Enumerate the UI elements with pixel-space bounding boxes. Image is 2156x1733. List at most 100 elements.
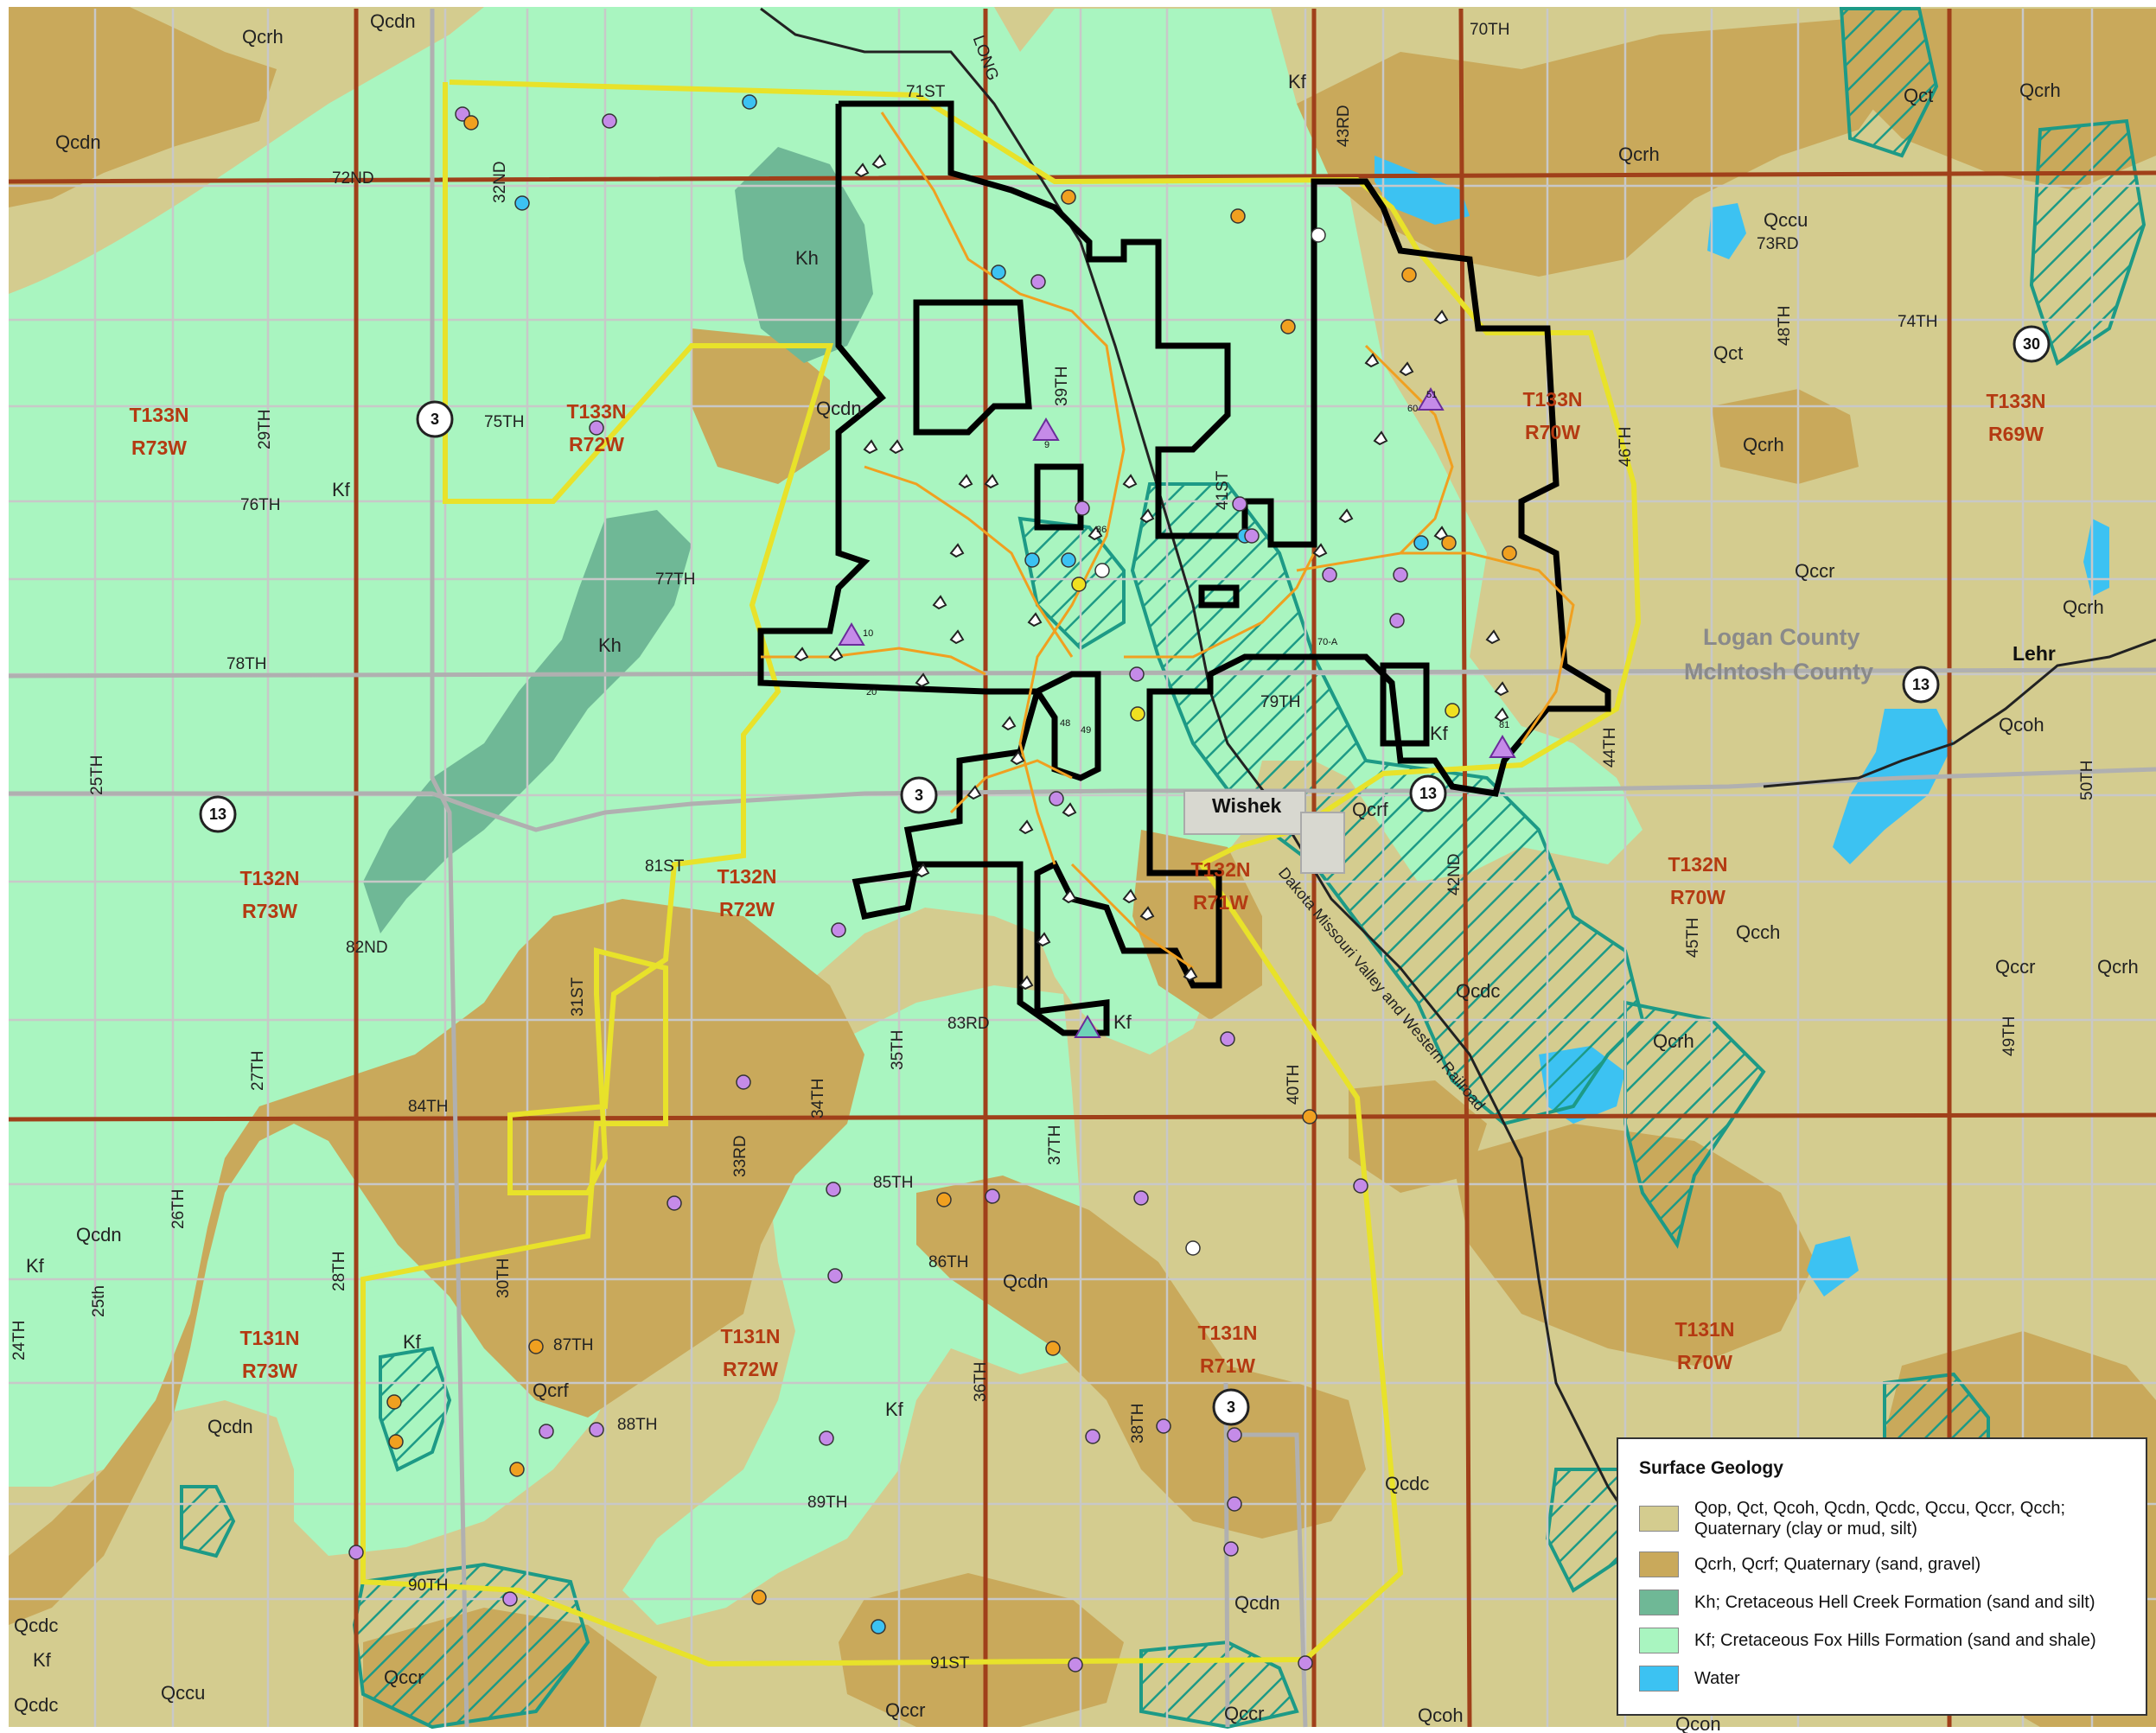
turbine-id: 10 (863, 628, 873, 639)
road-label: 29TH (256, 410, 274, 449)
road-label: 38TH (1129, 1404, 1147, 1443)
legend-label: Kh; Cretaceous Hell Creek Formation (san… (1694, 1593, 2095, 1612)
township-0: T133N R73W (129, 404, 188, 459)
township-4: T132N R73W (239, 867, 299, 922)
turbine-id: 9 (1044, 440, 1049, 450)
svg-text:T131N: T131N (1197, 1322, 1257, 1344)
road-label: 88TH (617, 1416, 657, 1434)
geo-label: Kf (403, 1331, 422, 1353)
road-label: 85TH (873, 1174, 913, 1192)
legend-swatch (1639, 1628, 1679, 1653)
geo-label: Kf (1430, 723, 1449, 744)
svg-text:T131N: T131N (239, 1327, 299, 1349)
road-label: 24TH (10, 1321, 29, 1360)
geo-label: Qcdn (1003, 1271, 1049, 1292)
project-boundary (360, 80, 1642, 1667)
legend-item: Kh; Cretaceous Hell Creek Formation (san… (1639, 1590, 2125, 1615)
turbine-id: 49 (1081, 725, 1091, 736)
geo-label: Qct (1713, 342, 1743, 364)
road-label: 26TH (169, 1189, 188, 1229)
county-label-logan: Logan County (1703, 624, 1859, 650)
legend-label: Qcrh, Qcrf; Quaternary (sand, gravel) (1694, 1555, 1981, 1574)
geo-label: Qcoh (1418, 1704, 1464, 1726)
geo-label: Qcrh (1653, 1030, 1694, 1052)
geo-label: Kf (885, 1399, 904, 1420)
highway-shields (199, 325, 2051, 1426)
road-label: 82ND (346, 939, 388, 957)
parcel-boundary-inner-d (1380, 662, 1430, 747)
highway-shield-labels: 3 3 3 13 13 13 30 (209, 335, 2040, 1416)
legend-swatch (1639, 1666, 1679, 1692)
road-label: 36TH (972, 1362, 990, 1402)
legend-swatch (1639, 1506, 1679, 1532)
geo-label: Qccr (1795, 560, 1834, 582)
road-label: 27TH (249, 1051, 267, 1091)
road-label: 77TH (655, 570, 695, 589)
geo-label: Qccr (384, 1666, 424, 1688)
town-label-wishek: Wishek (1212, 794, 1282, 817)
svg-text:T133N: T133N (1522, 388, 1582, 411)
hwy-label-5: 13 (1912, 676, 1930, 693)
road-label: 48TH (1776, 306, 1794, 346)
road-label: 28TH (330, 1252, 348, 1291)
turbine-number-labels: 9 10 20 36 48 49 51 60 70-A 81 (863, 390, 1509, 736)
geo-label: Qcdc (14, 1694, 58, 1716)
geo-label: Qcrf (1352, 799, 1388, 820)
geo-label: Kf (332, 479, 351, 500)
parcel-boundary-main (757, 100, 1611, 1036)
geo-label: Qccr (1995, 956, 2035, 978)
hwy-label-2: 3 (1227, 1399, 1235, 1416)
parcel-boundary-inner-b (1034, 463, 1084, 531)
svg-text:R73W: R73W (242, 900, 297, 922)
svg-text:T133N: T133N (129, 404, 188, 426)
road-label: 37TH (1046, 1125, 1064, 1165)
svg-text:T131N: T131N (720, 1325, 780, 1348)
legend-label: Water (1694, 1669, 1740, 1688)
geo-label: Kh (795, 247, 819, 269)
svg-text:T132N: T132N (239, 867, 299, 889)
svg-text:T132N: T132N (717, 865, 776, 888)
geo-label: Qcdn (816, 398, 862, 419)
turbine-id: 70-A (1317, 637, 1338, 647)
geo-label: Qcrh (1743, 434, 1784, 456)
road-label: 89TH (807, 1494, 847, 1512)
county-label-mcintosh: McIntosh County (1684, 659, 1873, 685)
geo-label: Qcdn (76, 1224, 122, 1246)
svg-text:R73W: R73W (131, 436, 187, 459)
hwy-label-4: 13 (1419, 785, 1437, 802)
svg-text:R70W: R70W (1677, 1351, 1732, 1373)
turbine-id: 36 (1096, 525, 1107, 535)
road-label: 30TH (494, 1258, 513, 1298)
svg-text:T132N: T132N (1668, 853, 1727, 876)
geology-labels: Qcrh Qcdn Qcdn Kf Qct Qcrh Qcrh Qccu Qct… (14, 10, 2139, 1733)
road-label: 41ST (1214, 470, 1232, 510)
road-label: 75TH (484, 413, 524, 431)
svg-text:R72W: R72W (569, 433, 624, 456)
legend-swatch (1639, 1551, 1679, 1577)
geo-label: Qccr (1224, 1703, 1264, 1724)
turbine-id: 81 (1499, 720, 1509, 730)
geo-label: Kf (33, 1649, 52, 1671)
geo-label: Qcoh (1999, 714, 2044, 736)
wishek-town-area-south (1300, 812, 1345, 874)
site-points (348, 94, 1517, 1672)
hwy-label-3: 13 (209, 806, 226, 823)
legend-title: Surface Geology (1639, 1458, 1783, 1478)
svg-text:R71W: R71W (1193, 891, 1248, 914)
geo-label: Qcrf (533, 1379, 569, 1401)
road-label: 50TH (2078, 761, 2096, 800)
road-label: 71ST (906, 83, 946, 101)
legend-item: Kf; Cretaceous Fox Hills Formation (sand… (1639, 1628, 2125, 1653)
svg-text:R73W: R73W (242, 1360, 297, 1382)
geo-label: Qcch (1736, 921, 1780, 943)
road-label: 25th (90, 1285, 108, 1317)
geo-label: Qcdc (1456, 980, 1500, 1002)
geo-label: Qcrh (2063, 596, 2104, 618)
geo-label: Qcdc (1385, 1473, 1429, 1494)
